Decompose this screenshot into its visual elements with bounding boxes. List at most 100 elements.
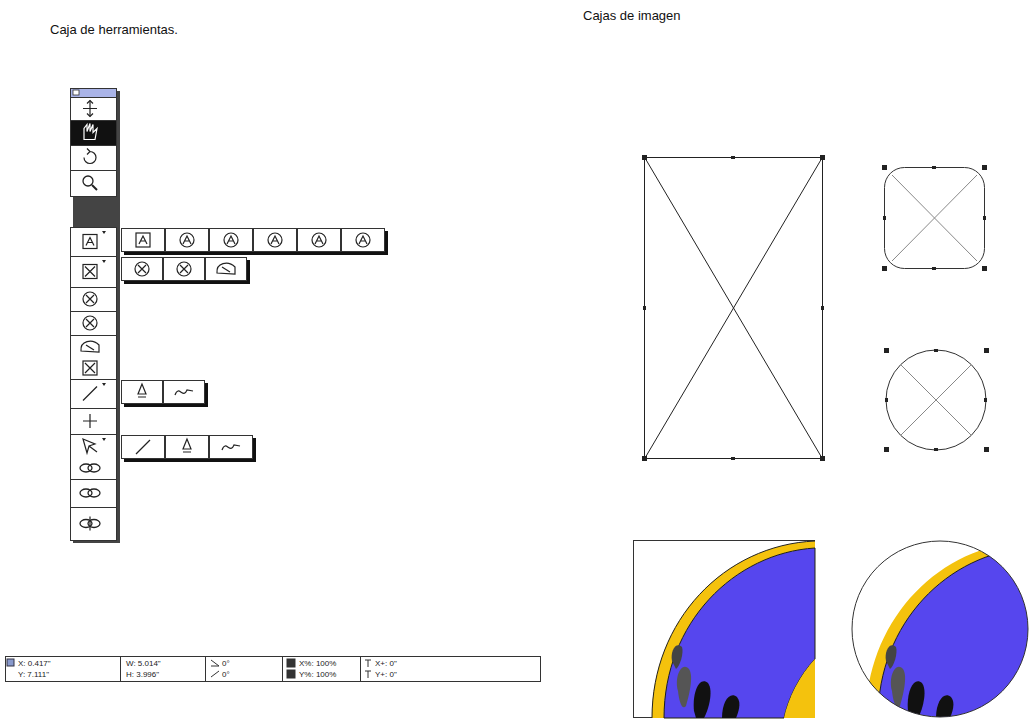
tool-cell: [71, 98, 117, 121]
flyout-button: [135, 262, 149, 276]
close-box: [73, 90, 79, 95]
tool-icon: [85, 267, 95, 277]
tool-icon: [136, 233, 150, 247]
tool-icon: [175, 390, 193, 395]
tool-cell: [71, 435, 117, 480]
tool-cell: [71, 146, 117, 171]
tool-icon: [83, 235, 97, 249]
measurement-field: Y+: 0": [375, 670, 397, 679]
measurement-field: Y: 7.111": [18, 670, 49, 679]
tool-cell: [71, 228, 117, 257]
tool-icon: [138, 384, 146, 397]
flyout-cell: [298, 229, 341, 252]
flyout-button: [217, 263, 235, 274]
tool-icon: [87, 101, 93, 117]
flyout-marker: [102, 260, 106, 263]
flyout-cell: [122, 229, 165, 252]
flyout-cell: [122, 436, 165, 459]
tool-icon: [83, 414, 97, 428]
tool-button: [83, 235, 97, 249]
flyout-button: [180, 233, 194, 247]
toolbox: [71, 89, 389, 544]
tool-icon: [268, 233, 282, 247]
tool-icon: [83, 101, 97, 117]
flyout-button: [136, 233, 150, 247]
tool-button: [83, 101, 97, 117]
tool-icon: [88, 464, 100, 472]
flyout-button: [356, 233, 370, 247]
tool-icon: [180, 233, 194, 247]
measurement-field: 0°: [222, 659, 230, 668]
flyout-button: [136, 440, 150, 454]
tool-icon: [136, 440, 150, 454]
tool-button: [83, 265, 97, 279]
tool-icon: [356, 233, 370, 247]
tool-icon: [135, 262, 149, 276]
flyout-marker: [102, 438, 106, 441]
tool-icon: [138, 265, 146, 273]
tool-icon: [183, 439, 191, 452]
section-heading: Caja de herramientas.: [50, 22, 178, 37]
measurement-field: X: 0.417": [18, 659, 51, 668]
flyout-button: [312, 233, 326, 247]
tool-cell: [71, 257, 117, 288]
tool-button: [83, 316, 97, 330]
tool-icon: [86, 295, 94, 303]
square-image-box: [634, 541, 816, 719]
flyout-cell: [206, 258, 247, 281]
tool-icon: [83, 361, 97, 375]
flyout-cell: [166, 436, 209, 459]
measurement-field: H: 3.996": [126, 670, 159, 679]
tool-cell: [71, 312, 117, 336]
tool-icon: [83, 265, 97, 279]
tool-icon: [227, 236, 235, 244]
tool-icon: [312, 233, 326, 247]
tool-cell: [71, 508, 117, 541]
flyout-cell: [164, 258, 205, 281]
tool-cell: [71, 121, 117, 146]
measurement-field: X%: 100%: [299, 659, 336, 668]
tool-icon: [84, 124, 97, 140]
tool-icon: [83, 439, 97, 453]
tool-button: [83, 414, 97, 428]
tool-button: [80, 439, 100, 472]
flyout-cell: [210, 436, 253, 459]
tool-icon: [92, 185, 97, 190]
flyout-button: [177, 262, 191, 276]
tool-icon: [83, 316, 97, 330]
oval-picture-box: [884, 348, 989, 452]
tool-icon: [83, 387, 97, 401]
flyout-button: [183, 439, 191, 452]
flyout-cell: [164, 381, 205, 404]
flyout-marker: [102, 231, 106, 234]
tool-cell: [71, 171, 117, 197]
tool-icon: [83, 292, 97, 306]
flyout-button: [222, 445, 240, 450]
tool-icon: [183, 236, 191, 244]
tool-icon: [217, 263, 235, 274]
flyout-cell: [342, 229, 385, 252]
tool-icon: [139, 236, 147, 244]
tool-button: [80, 489, 100, 497]
measurement-field: Y%: 100%: [299, 670, 336, 679]
tool-cell: [71, 336, 117, 380]
rectangle-picture-box: [642, 155, 825, 461]
flyout-button: [138, 384, 146, 397]
measurement-field: W: 5.014": [126, 659, 161, 668]
flyout-marker: [102, 383, 106, 386]
tool-cell: [71, 380, 117, 409]
tool-button: [83, 176, 97, 190]
tool-icon: [271, 236, 279, 244]
measurement-field: X+: 0": [375, 659, 397, 668]
rounded-picture-box: [882, 165, 987, 271]
tool-icon: [86, 238, 94, 246]
tool-icon: [88, 489, 100, 497]
tool-icon: [222, 267, 230, 272]
tool-icon: [86, 319, 94, 327]
tool-icon: [84, 149, 96, 164]
tool-button: [81, 341, 99, 375]
flyout-button: [175, 390, 193, 395]
tool-icon: [83, 176, 93, 186]
tool-button: [84, 124, 97, 140]
tool-button: [80, 517, 100, 531]
